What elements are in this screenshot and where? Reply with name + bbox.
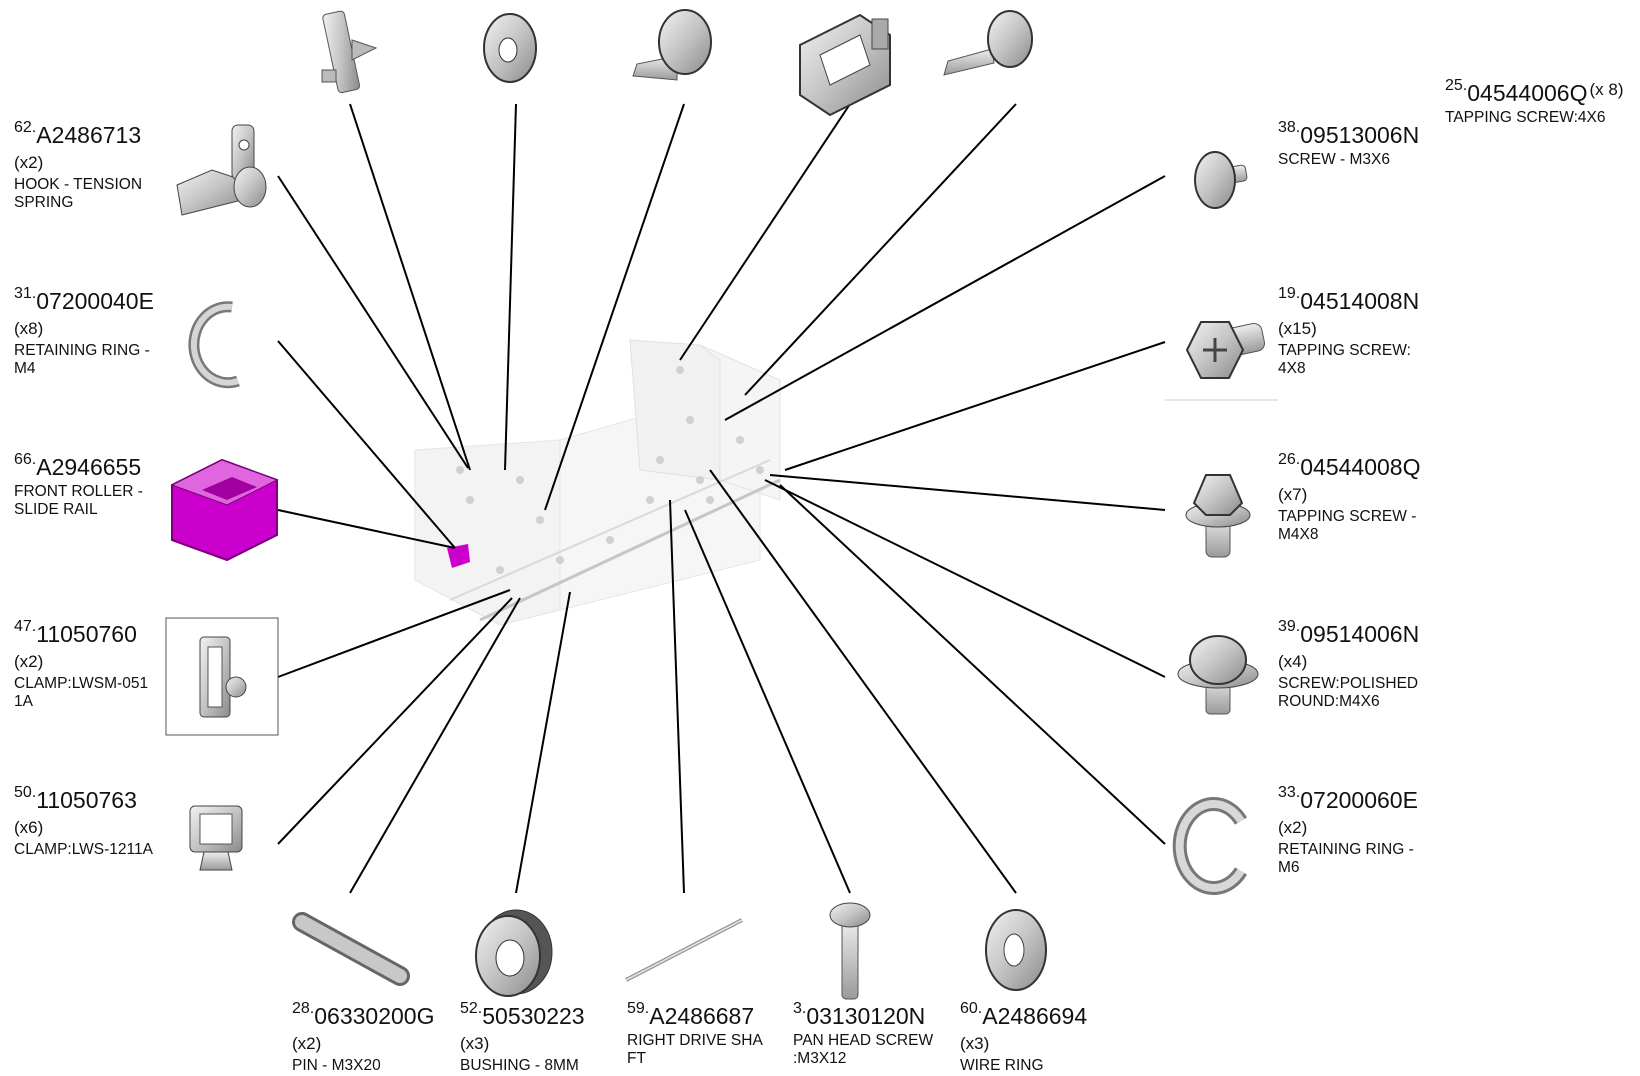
part-label-28: 28.06330200G (x2) PIN - M3X20 bbox=[292, 1000, 435, 1074]
part-label-31: 31.07200040E (x8) RETAINING RING - M4 bbox=[14, 285, 154, 377]
part-label-66: 66.A2946655 FRONT ROLLER - SLIDE RAIL bbox=[14, 451, 143, 519]
tapping-screw-m4x8-icon bbox=[1185, 474, 1251, 558]
hook-tension-spring-icon bbox=[176, 124, 267, 216]
clip-part-icon bbox=[321, 10, 378, 94]
tapping-screw-4x8-icon bbox=[1185, 321, 1265, 379]
part-label-52: 52.50530223 (x3) BUSHING - 8MM bbox=[460, 1000, 585, 1074]
clamp-lws-1211a-icon bbox=[189, 805, 243, 871]
main-assembly bbox=[414, 339, 781, 626]
leader-lines bbox=[277, 103, 1166, 894]
part-label-50: 50.11050763 (x6) CLAMP:LWS-1211A bbox=[14, 784, 153, 858]
part-label-33: 33.07200060E (x2) RETAINING RING - M6 bbox=[1278, 784, 1418, 876]
part-label-62: 62.A2486713 (x2) HOOK - TENSION SPRING bbox=[14, 119, 143, 211]
retaining-ring-m4-icon bbox=[188, 301, 240, 389]
screw-polished-round-icon bbox=[1177, 635, 1259, 715]
part-label-47: 47.11050760 (x2) CLAMP:LWSM-051 1A bbox=[14, 618, 149, 710]
part-label-25: 25.04544006Q(x 8) TAPPING SCREW:4X6 bbox=[1445, 77, 1624, 127]
part-label-60: 60.A2486694 (x3) WIRE RING bbox=[960, 1000, 1088, 1074]
part-label-26: 26.04544008Q (x7) TAPPING SCREW - M4X8 bbox=[1278, 451, 1421, 543]
part-label-39: 39.09514006N (x4) SCREW:POLISHED ROUND:M… bbox=[1278, 618, 1420, 710]
pan-head-screw-icon bbox=[829, 902, 871, 1000]
clamp-lwsm-0511a-icon bbox=[165, 617, 279, 736]
right-drive-shaft-icon bbox=[625, 918, 743, 982]
slide-rail-highlight-in-assembly bbox=[447, 544, 470, 568]
flange-screw-part-icon bbox=[632, 9, 712, 81]
bracket-clip-part-icon bbox=[799, 13, 891, 117]
screw-m3x6-icon bbox=[1194, 151, 1248, 209]
pin-m3x20-icon bbox=[292, 912, 410, 986]
washer-part-icon bbox=[483, 13, 537, 83]
bushing-8mm-icon bbox=[475, 909, 553, 997]
part-label-59: 59.A2486687 RIGHT DRIVE SHA FT bbox=[627, 1000, 763, 1068]
front-roller-slide-rail-icon bbox=[170, 458, 279, 562]
wire-ring-icon bbox=[985, 909, 1047, 991]
part-label-3: 3.03130120N PAN HEAD SCREW :M3X12 bbox=[793, 1000, 934, 1068]
pan-screw-part-icon bbox=[943, 10, 1033, 76]
part-label-38: 38.09513006N SCREW - M3X6 bbox=[1278, 119, 1420, 169]
part-label-19: 19.04514008N (x15) TAPPING SCREW: 4X8 bbox=[1278, 285, 1420, 377]
retaining-ring-m6-icon bbox=[1172, 797, 1247, 895]
